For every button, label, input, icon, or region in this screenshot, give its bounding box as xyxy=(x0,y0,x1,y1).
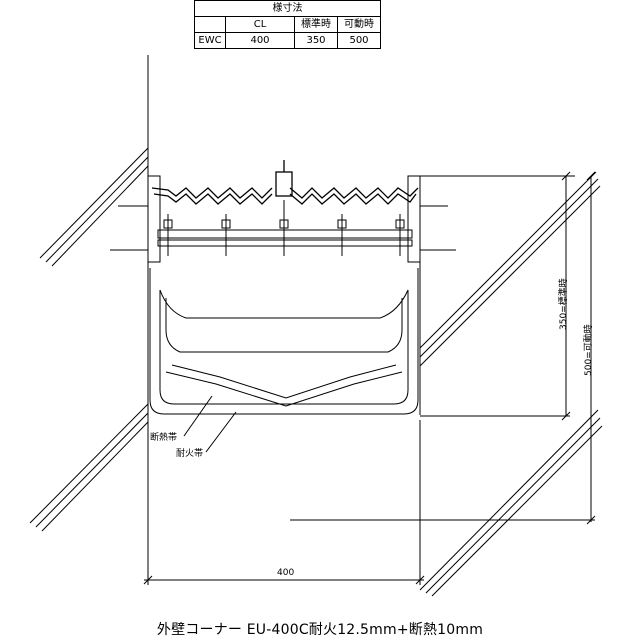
spec-row-cl: 400 xyxy=(225,32,295,49)
spec-header-empty xyxy=(194,16,226,33)
spec-header-movable: 可動時 xyxy=(337,16,381,33)
spec-header-standard: 標準時 xyxy=(294,16,338,33)
upper-curve xyxy=(159,289,409,319)
outer-trough xyxy=(149,268,419,415)
left-wall-hatch-upper xyxy=(39,147,149,267)
spec-row-standard: 350 xyxy=(294,32,338,49)
dim-movable-label: 500=可動時 xyxy=(584,324,594,376)
leader-insulation xyxy=(183,395,213,437)
table-row: EWC 400 350 500 xyxy=(194,32,381,49)
dim-width-label: 400 xyxy=(277,568,295,578)
left-anchor xyxy=(110,175,161,263)
spec-row-movable: 500 xyxy=(337,32,381,49)
spec-table-title: 様寸法 xyxy=(194,0,381,17)
inner-trough xyxy=(159,290,409,405)
cross-rail xyxy=(157,229,413,247)
insulation-label: 断熱帯 xyxy=(150,433,178,443)
leader-fireproof xyxy=(205,411,237,453)
left-wall-hatch-lower xyxy=(29,403,149,532)
cover-plate xyxy=(151,160,419,205)
right-wall-hatch-upper xyxy=(419,171,601,367)
spec-table: 様寸法 CL 標準時 可動時 EWC 400 350 500 xyxy=(194,0,381,49)
bolts xyxy=(163,200,405,256)
spec-row-label: EWC xyxy=(194,32,226,49)
right-anchor xyxy=(407,175,456,263)
fireproof-band xyxy=(165,371,403,407)
insulation-band xyxy=(171,364,397,399)
right-wall-hatch-lower xyxy=(419,409,603,597)
fireproof-label: 耐火帯 xyxy=(176,449,204,459)
drawing-caption: 外壁コーナー EU-400C耐火12.5mm+断熱10mm xyxy=(156,622,484,638)
inner-box xyxy=(165,298,403,353)
spec-header-cl: CL xyxy=(225,16,295,33)
dim-standard-label: 350=標準時 xyxy=(559,278,569,330)
